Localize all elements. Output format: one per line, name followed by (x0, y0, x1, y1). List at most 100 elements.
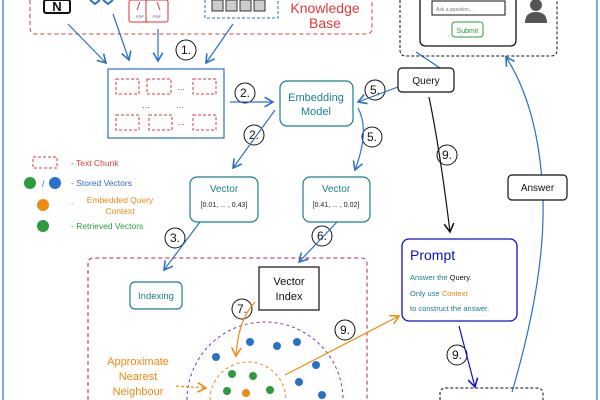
notion-icon: N (43, 0, 71, 14)
knowledge-base-label-2: Base (309, 15, 341, 31)
step-6-badge: 6. (311, 225, 333, 247)
svg-text:Answer: Answer (521, 183, 555, 194)
step-5-badge: 5. (361, 126, 383, 148)
svg-text:7.: 7. (237, 302, 247, 316)
user-interface: Ask a question... Submit (399, 0, 558, 57)
svg-text:Neighbour: Neighbour (113, 386, 164, 398)
svg-text:...: ... (177, 82, 185, 92)
step-1-badge: 1. (175, 39, 197, 61)
retrieved-vector-point (249, 372, 257, 380)
query-vector: Vector [0.41, ... , 0.02] (302, 176, 371, 223)
stored-vector-point (273, 342, 281, 350)
prompt-title: Prompt (410, 247, 455, 263)
svg-text:to construct the answer.: to construct the answer. (410, 304, 489, 313)
svg-text:3.: 3. (170, 231, 180, 245)
ingest-arrows (67, 13, 234, 65)
database-servers-icon (204, 0, 279, 19)
query-vector-point (242, 389, 250, 397)
stored-vector-point (312, 361, 320, 369)
svg-text:Submit: Submit (457, 28, 479, 35)
svg-text:...: ... (142, 100, 150, 110)
svg-text:[0.01, ... , 0.43]: [0.01, ... , 0.43] (201, 202, 248, 209)
svg-text:...: ... (177, 117, 185, 127)
stored-vector-point (246, 338, 254, 346)
knowledge-base: Knowledge Base N PDF PDF (29, 0, 373, 35)
retrieved-vector-point (228, 370, 236, 378)
vector-index-box: Vector Index (258, 266, 320, 311)
svg-text:Model: Model (301, 106, 331, 118)
svg-text:...: ... (176, 100, 184, 110)
retrieved-vector-point (223, 387, 231, 395)
legend-retrieved-vectors: - Retrieved Vectors (71, 221, 143, 231)
legend-embedded-query: Embedded Query (87, 195, 154, 205)
legend-stored-vectors: - Stored Vectors (71, 178, 132, 188)
svg-text:[0.41, ... , 0.02]: [0.41, ... , 0.02] (313, 202, 360, 209)
search-space-circle (186, 321, 344, 400)
svg-text:Embedding: Embedding (288, 92, 344, 104)
submit-button[interactable]: Submit (451, 21, 484, 38)
retrieved-vector-point (266, 386, 274, 394)
svg-text:PDF: PDF (136, 14, 145, 19)
svg-text:PDF: PDF (153, 14, 162, 19)
svg-text:Indexing: Indexing (138, 291, 174, 302)
svg-text:Query: Query (412, 76, 439, 87)
svg-text:Vector: Vector (210, 184, 239, 195)
svg-text:Ask a question...: Ask a question... (436, 7, 473, 13)
svg-text:Vector: Vector (322, 184, 351, 195)
step-9-badge: 9. (436, 144, 458, 166)
svg-text:Only use Context: Only use Context (410, 289, 468, 298)
step-9-badge: 9. (446, 344, 468, 366)
embedding-arrows (163, 51, 441, 272)
legend: - Text Chunk / - Stored Vectors - Embedd… (24, 156, 154, 232)
stored-vector-point (318, 391, 326, 399)
ann-label: Approximate Nearest Neighbour (107, 356, 169, 398)
prompt-box: Prompt Answer the Query. Only use Contex… (401, 238, 518, 322)
question-input[interactable] (431, 0, 506, 16)
answer-arrow (505, 55, 544, 393)
svg-text:Approximate: Approximate (107, 356, 169, 368)
svg-text:2.: 2. (249, 128, 259, 142)
legend-text-chunk: - Text Chunk (71, 158, 119, 168)
stored-vector-point (212, 353, 220, 361)
query-to-prompt-arrow (428, 96, 455, 234)
step-5-badge: 5. (364, 79, 386, 101)
nearest-neighbour-circle (209, 361, 287, 400)
llm-box (439, 387, 544, 400)
embedding-model: Embedding Model (279, 80, 354, 127)
svg-text:2.: 2. (240, 86, 250, 100)
svg-text:N: N (52, 0, 61, 14)
answer-box: Answer (507, 174, 568, 201)
svg-text:Index: Index (276, 291, 303, 303)
svg-text:9.: 9. (442, 148, 452, 162)
svg-text:6.: 6. (317, 229, 327, 243)
svg-text:9.: 9. (452, 348, 462, 362)
svg-text:Vector: Vector (273, 276, 305, 288)
svg-text:-: - (71, 198, 74, 208)
svg-text:9.: 9. (340, 323, 350, 337)
stored-vector-point (295, 378, 303, 386)
svg-text:1.: 1. (181, 43, 191, 57)
document-vector: Vector [0.01, ... , 0.43] (189, 176, 259, 223)
query-box: Query (397, 67, 455, 93)
knowledge-base-label-1: Knowledge (290, 0, 359, 16)
step-2-badge: 2. (243, 124, 265, 146)
stored-vector-point (293, 338, 301, 346)
svg-text:5.: 5. (370, 83, 380, 97)
text-chunks-box: ... ... ... ... (107, 68, 225, 139)
svg-text:Nearest: Nearest (119, 371, 158, 383)
svg-text:5.: 5. (367, 130, 377, 144)
svg-text:Context: Context (105, 206, 135, 216)
step-3-badge: 3. (164, 227, 186, 249)
ann-arrows (175, 301, 401, 393)
step-9-badge: 9. (334, 319, 356, 341)
svg-text:/: / (42, 179, 45, 189)
prompt-to-llm-arrow (458, 325, 479, 389)
user-avatar-icon (525, 0, 547, 23)
vector-points (212, 338, 326, 399)
step-2-badge: 2. (234, 82, 256, 104)
pdf-icon: PDF PDF (128, 0, 169, 23)
source-icon (89, 0, 114, 6)
indexing-box: Indexing (129, 281, 183, 310)
svg-text:Answer the Query.: Answer the Query. (410, 273, 472, 282)
